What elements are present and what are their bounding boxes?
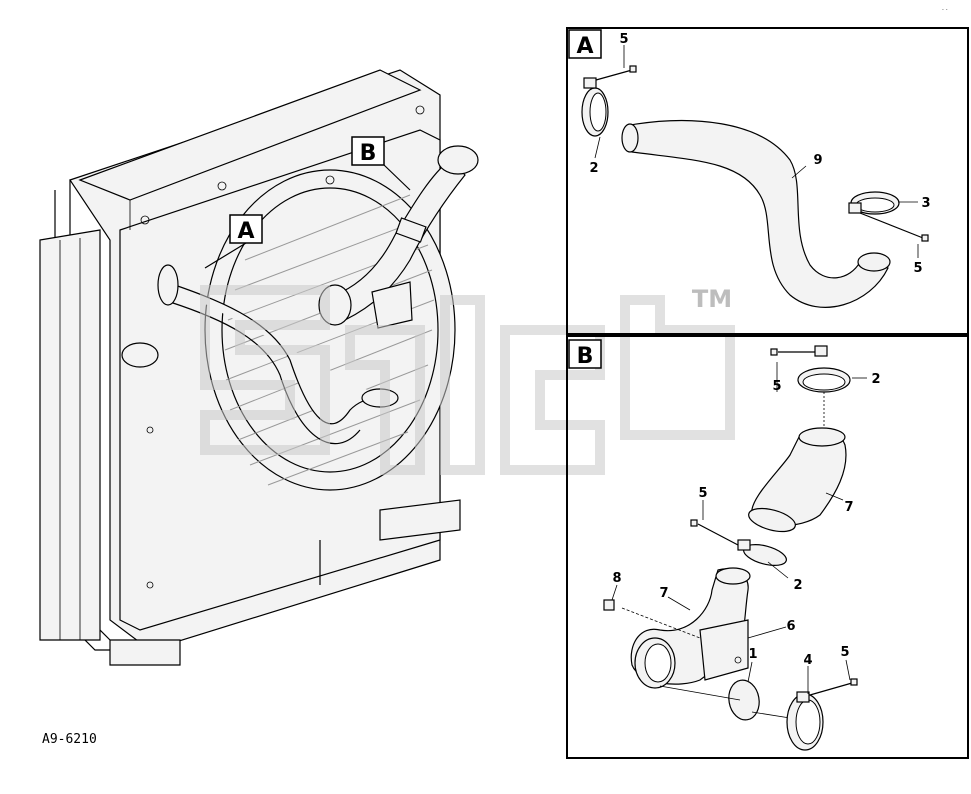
view-a-callout-5-bottom: 5: [913, 261, 922, 276]
view-b-callout-4: 4: [803, 653, 812, 668]
view-a-callout-5-top: 5: [619, 32, 628, 47]
view-b-callout-2-middle: 2: [793, 578, 802, 593]
corner-mark: · ·: [942, 7, 948, 14]
drawing-code: A9-6210: [42, 732, 97, 747]
detail-view-a: A 5 2 9 3 5: [566, 27, 969, 335]
view-b-label: B: [577, 344, 594, 369]
view-b-callout-7-upper: 7: [844, 500, 853, 515]
watermark-tm: TM: [692, 285, 732, 313]
view-b-callout-7-lower: 7: [659, 586, 668, 601]
callout-a-main: A: [204, 214, 263, 269]
callout-a-main-label: A: [237, 219, 254, 244]
view-a-label: A: [576, 34, 593, 59]
view-b-callout-6: 6: [786, 619, 795, 634]
callout-b-main-label: B: [360, 141, 377, 166]
view-a-callout-9: 9: [813, 153, 822, 168]
view-a-frame: [566, 27, 969, 335]
view-b-callout-1: 1: [748, 647, 757, 662]
view-b-callout-8: 8: [612, 571, 621, 586]
callout-b-main: B: [351, 136, 411, 191]
view-a-callout-2: 2: [589, 161, 598, 176]
detail-view-b: B: [566, 335, 969, 759]
view-a-callout-3: 3: [921, 196, 930, 211]
radiator-assembly: [39, 69, 461, 666]
view-b-callout-5-top: 5: [772, 379, 781, 394]
view-b-callout-5-middle: 5: [698, 486, 707, 501]
view-b-callout-2-top: 2: [871, 372, 880, 387]
view-b-callout-5-bottom: 5: [840, 645, 849, 660]
view-b-frame: [566, 335, 969, 759]
